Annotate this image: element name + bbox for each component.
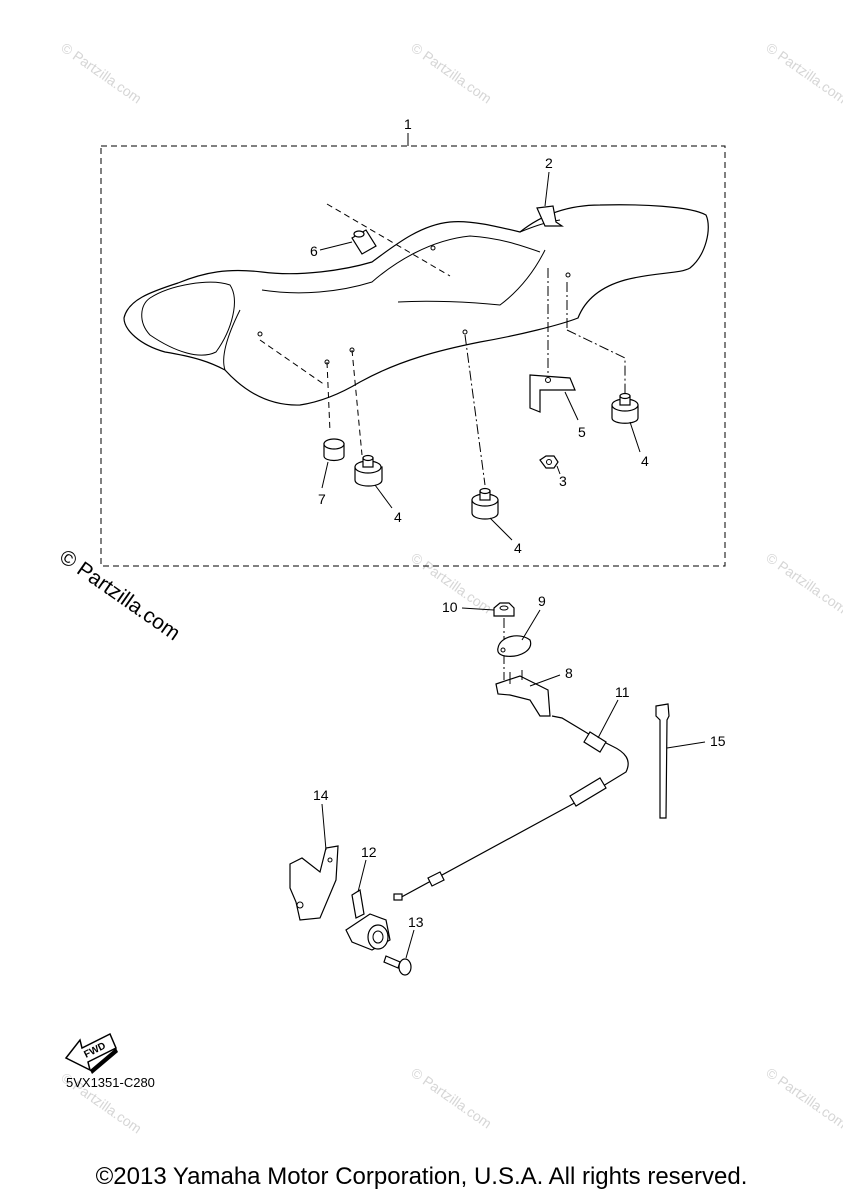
watermark: © Partzilla.com	[408, 39, 494, 106]
watermark: © Partzilla.com	[408, 1064, 494, 1131]
callout-9: 9	[538, 593, 546, 609]
callout-1: 1	[404, 116, 412, 132]
callout-8: 8	[565, 665, 573, 681]
bolt-part-13	[383, 955, 412, 976]
watermark: © Partzilla.com	[763, 1064, 843, 1131]
callout-11: 11	[615, 684, 630, 700]
damper-part-4-mid	[354, 454, 383, 487]
watermark: © Partzilla.com	[763, 39, 843, 106]
leader-lines	[319, 171, 706, 959]
callout-6: 6	[310, 243, 318, 259]
callout-13: 13	[408, 914, 424, 930]
callouts: 1 2 6 5 3 4 7 4 4 10 9 8 11 15 14 12 13	[310, 116, 726, 930]
callout-10: 10	[442, 599, 458, 615]
seat-assembly-box	[100, 145, 726, 567]
bracket-part-5	[529, 374, 576, 413]
callout-7: 7	[318, 491, 326, 507]
stay-part-14	[289, 845, 339, 921]
plate-part-9	[497, 635, 532, 657]
callout-2: 2	[545, 155, 553, 171]
callout-4-low: 4	[514, 540, 522, 556]
brand-watermark: © Partzilla.com	[55, 545, 184, 645]
cable-tie-part-15	[655, 703, 670, 819]
callout-12: 12	[361, 844, 377, 860]
copyright-text: ©2013 Yamaha Motor Corporation, U.S.A. A…	[95, 1163, 748, 1190]
watermark: © Partzilla.com	[763, 549, 843, 616]
callout-14: 14	[313, 787, 329, 803]
nut-part-3	[539, 455, 559, 469]
forward-arrow-icon: FWD	[64, 1032, 118, 1074]
diagram-code: 5VX1351-C280	[66, 1075, 155, 1090]
grommet-part-6	[351, 229, 377, 255]
damper-part-7	[323, 438, 345, 462]
damper-part-4-low	[471, 487, 499, 520]
callout-5: 5	[578, 424, 586, 440]
damper-part-4-right	[611, 392, 639, 424]
watermark: © Partzilla.com	[58, 39, 144, 106]
lock-part-12	[345, 889, 391, 951]
nut-part-10	[493, 602, 515, 617]
cable-part-11	[393, 715, 629, 901]
callout-4-mid: 4	[394, 509, 402, 525]
callout-15: 15	[710, 733, 726, 749]
tag-part-2	[536, 205, 564, 227]
seat-illustration	[123, 204, 709, 406]
callout-3: 3	[559, 473, 567, 489]
lock-bracket-part-8	[495, 670, 551, 717]
callout-4-right: 4	[641, 453, 649, 469]
